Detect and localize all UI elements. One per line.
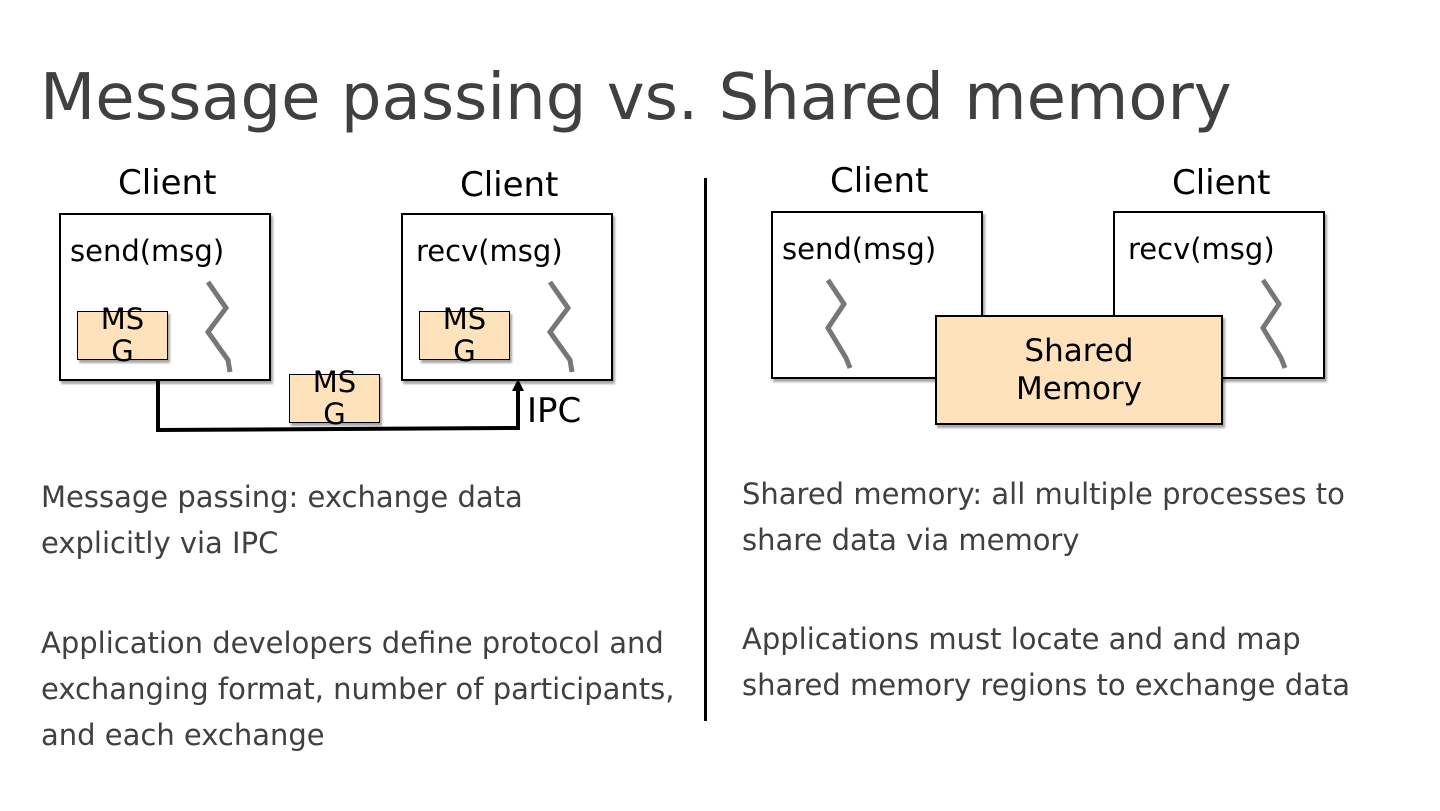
- recv-call-label: recv(msg): [416, 234, 563, 268]
- thread-zigzag-icon: [825, 278, 853, 369]
- sender-message-box: MSG: [77, 303, 168, 367]
- right-client-label: Client: [1172, 163, 1271, 203]
- receiver-client-label: Client: [460, 165, 559, 205]
- message-passing-bullet-1: Message passing: exchange data explicitl…: [41, 480, 523, 560]
- column-divider: [704, 178, 707, 721]
- in-transit-message-label: MSG: [312, 365, 357, 431]
- left-client-label: Client: [830, 161, 929, 201]
- message-passing-bullet-2: Application developers define protocol a…: [41, 626, 675, 752]
- sender-client-label: Client: [118, 163, 217, 203]
- sender-message-label: MSG: [100, 302, 145, 368]
- thread-zigzag-icon: [546, 280, 575, 373]
- arrow-up-icon: [512, 379, 524, 391]
- shared-memory-region: Shared Memory: [935, 315, 1223, 425]
- ipc-label: IPC: [527, 391, 582, 431]
- shared-memory-bullet-2: Applications must locate and and map sha…: [742, 622, 1351, 702]
- ipc-channel-line: [156, 379, 524, 433]
- shared-memory-label: Shared Memory: [1015, 333, 1143, 407]
- shared-memory-bullet-1: Shared memory: all multiple processes to…: [742, 477, 1345, 557]
- in-transit-message-box: MSG: [289, 366, 380, 430]
- slide-title: Message passing vs. Shared memory: [40, 61, 1232, 135]
- thread-zigzag-icon: [1260, 278, 1288, 369]
- right-recv-call-label: recv(msg): [1128, 232, 1275, 266]
- receiver-message-box: MSG: [419, 303, 510, 367]
- thread-zigzag-icon: [204, 280, 233, 373]
- left-send-call-label: send(msg): [782, 232, 937, 266]
- send-call-label: send(msg): [70, 234, 225, 268]
- receiver-message-label: MSG: [442, 302, 487, 368]
